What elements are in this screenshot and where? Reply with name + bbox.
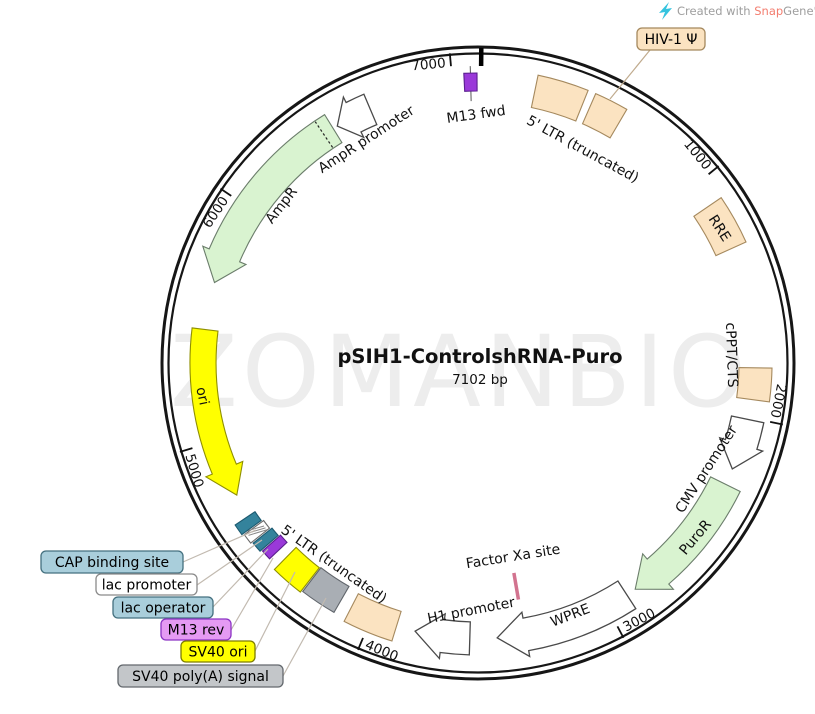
puroR-shape[interactable] — [634, 476, 741, 590]
sv40-ori-callout-box[interactable] — [180, 640, 256, 663]
sv40-polya-callout-text: SV40 poly(A) signal — [132, 669, 269, 685]
rre-shape[interactable] — [693, 196, 747, 257]
lac-promoter-callout-box[interactable] — [95, 573, 198, 596]
lac-operator-callout-text: lac operator — [121, 600, 206, 616]
lac-operator-callout-box[interactable] — [112, 596, 214, 619]
cap-binding-site-callout-text: CAP binding site — [55, 555, 169, 571]
h1-promoter-shape[interactable] — [414, 612, 471, 661]
plasmid-size: 7102 bp — [452, 372, 508, 388]
tick-6000 — [219, 187, 232, 197]
tick-3000 — [616, 625, 625, 639]
ampR-signal-boundary — [314, 121, 334, 148]
tick-7000 — [448, 53, 452, 67]
sv40-ori-callout-text: SV40 ori — [189, 644, 248, 660]
tick-1000 — [708, 165, 720, 175]
tick-4000 — [357, 637, 364, 651]
backbone-ring-outer — [160, 45, 796, 681]
wpre-shape[interactable] — [496, 580, 637, 658]
m13-fwd-shape[interactable] — [463, 72, 478, 92]
lac-promoter-hatch-2 — [245, 525, 265, 532]
cppt-cts-label: cPPT/CTS — [722, 322, 740, 388]
m13-rev-callout-leader — [230, 557, 274, 631]
sv40-polya-callout-leader — [282, 597, 327, 677]
snapgene-icon — [659, 2, 672, 20]
backbone-ring-inner — [167, 52, 789, 674]
cppt-cts-shape[interactable] — [736, 367, 773, 403]
sv40-ori-shape[interactable] — [273, 546, 321, 593]
callouts-layer: HIV-1 Ψ CAP binding site lac promoter lac o… — [40, 27, 706, 688]
lac-promoter-callout-leader — [196, 539, 263, 586]
attribution-text: Created with SnapGene® — [677, 4, 815, 18]
ori-shape[interactable] — [189, 327, 244, 496]
cap-binding-site-shape[interactable] — [234, 510, 262, 536]
hiv1-psi-callout-leader — [609, 49, 651, 100]
ltr5-top-shape[interactable] — [530, 74, 589, 122]
m13-fwd-label: M13 fwd — [446, 103, 507, 127]
tick-2000 — [769, 421, 784, 426]
tick-label-7000: 7000 — [411, 55, 447, 74]
factor-xa-label: Factor Xa site — [465, 542, 562, 573]
ampR-shape[interactable] — [201, 113, 343, 284]
hiv1-psi-callout-text: HIV-1 Ψ — [645, 32, 698, 48]
lac-promoter-callout-text: lac promoter — [102, 577, 192, 593]
m13-rev-shape[interactable] — [261, 534, 288, 560]
m13-rev-callout-text: M13 rev — [168, 622, 225, 638]
hiv1-psi-callout-box[interactable] — [636, 27, 706, 51]
tick-5000 — [179, 447, 193, 453]
sv40-polya-callout-box[interactable] — [117, 664, 284, 688]
cmv-promoter-shape[interactable] — [718, 415, 765, 470]
ampR-promoter-shape[interactable] — [336, 93, 378, 139]
lac-promoter-hatch-0 — [248, 529, 268, 536]
features-layer — [189, 66, 773, 661]
sv40-polya-shape[interactable] — [301, 566, 350, 614]
ltr5-bottom-shape[interactable] — [343, 593, 402, 642]
lac-operator-callout-leader — [212, 548, 269, 608]
plasmid-title: pSIH1-ControlshRNA-Puro — [337, 345, 622, 368]
tick-label-1000: 1000 — [680, 136, 714, 173]
cap-binding-site-callout-leader — [182, 529, 257, 563]
factor-xa-shape[interactable] — [512, 572, 521, 600]
lac-operator-shape[interactable] — [252, 527, 279, 552]
ori-label: ori — [192, 386, 211, 407]
m13-rev-callout-box[interactable] — [160, 618, 232, 641]
sv40-ori-callout-leader — [254, 571, 296, 652]
h1-promoter-label: H1 promoter — [426, 595, 517, 628]
watermark: ZOMANBIO — [170, 315, 750, 430]
cap-binding-site-callout-box[interactable] — [40, 550, 184, 574]
hiv1-psi-shape[interactable] — [581, 92, 628, 139]
attribution: Created with SnapGene® — [659, 2, 815, 20]
tick-label-2000: 2000 — [767, 382, 789, 419]
